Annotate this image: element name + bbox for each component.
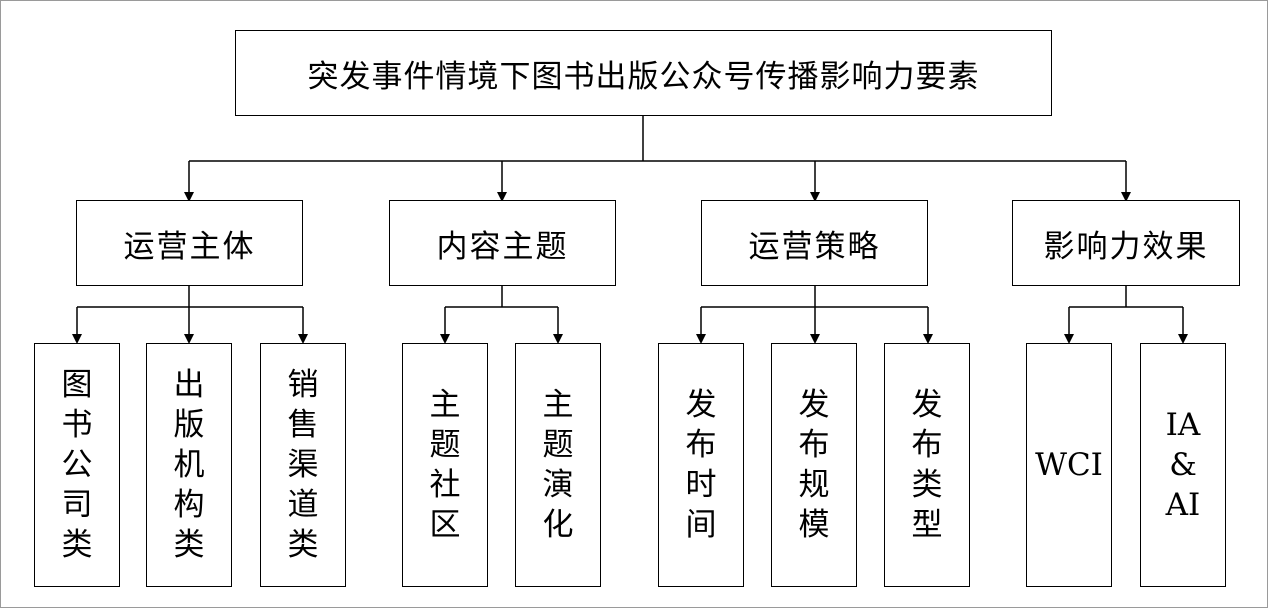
leaf-label: 主题演化 (542, 387, 574, 543)
leaf-label: 销售渠道类 (287, 367, 319, 563)
leaf-label: 发布类型 (911, 387, 943, 543)
leaf-node: 发布时间 (658, 343, 744, 587)
leaf-label: 出版机构类 (173, 367, 205, 563)
leaf-node: 销售渠道类 (260, 343, 346, 587)
leaf-node: 图书公司类 (34, 343, 120, 587)
leaf-label: 发布规模 (798, 387, 830, 543)
leaf-node: 主题社区 (402, 343, 488, 587)
leaf-node: 发布类型 (884, 343, 970, 587)
leaf-node: IA&AI (1140, 343, 1226, 587)
leaf-node: 出版机构类 (146, 343, 232, 587)
category-operating-subject: 运营主体 (76, 200, 303, 286)
leaf-label: 主题社区 (429, 387, 461, 543)
category-operating-strategy: 运营策略 (701, 200, 928, 286)
leaf-label: IA&AI (1165, 407, 1201, 523)
leaf-label: 发布时间 (685, 387, 717, 543)
leaf-node: 主题演化 (515, 343, 601, 587)
leaf-label: 图书公司类 (61, 367, 93, 563)
category-influence-effect: 影响力效果 (1012, 200, 1240, 286)
leaf-node: 发布规模 (771, 343, 857, 587)
root-node: 突发事件情境下图书出版公众号传播影响力要素 (235, 30, 1052, 116)
leaf-node: WCI (1026, 343, 1112, 587)
leaf-label: WCI (1035, 447, 1103, 483)
category-content-theme: 内容主题 (389, 200, 616, 286)
